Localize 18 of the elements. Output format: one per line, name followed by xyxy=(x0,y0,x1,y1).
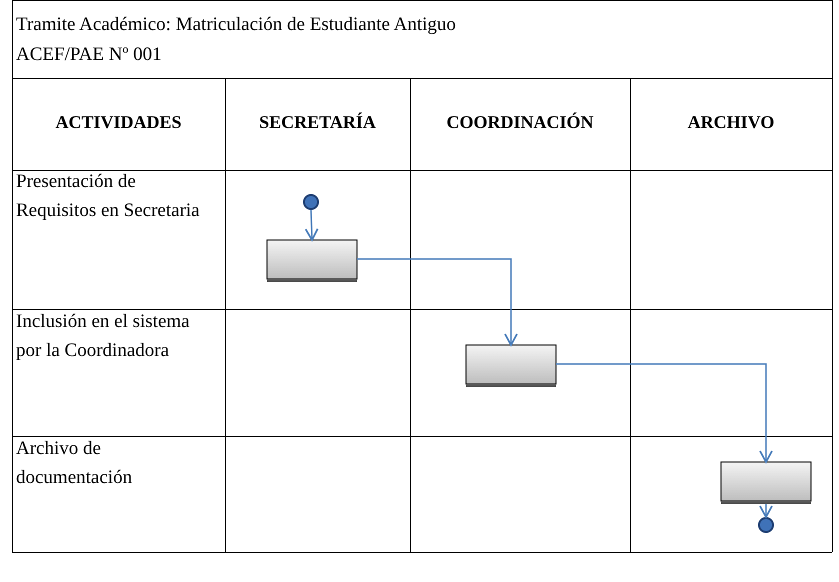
column-header: ARCHIVO xyxy=(686,112,776,133)
arrow xyxy=(759,504,773,518)
activity-text: Presentación de Requisitos en Secretaria xyxy=(16,170,201,223)
terminal-circle xyxy=(758,517,774,533)
column-header: SECRETARÍA xyxy=(258,112,377,133)
title-text: Tramite Académico: Matriculación de Estudiante Antiguo xyxy=(16,13,457,37)
code-text: ACEF/PAE Nº 001 xyxy=(16,43,163,67)
column-header: COORDINACIÓN xyxy=(445,112,594,133)
activity-text: Archivo de documentación xyxy=(16,437,134,490)
process-box xyxy=(266,240,358,282)
arrow xyxy=(304,210,319,241)
process-box xyxy=(720,462,812,504)
terminal-circle xyxy=(303,194,319,210)
arrow xyxy=(357,258,518,346)
column-header: ACTIVIDADES xyxy=(54,112,183,133)
process-box xyxy=(466,344,556,387)
arrow xyxy=(556,363,773,463)
activity-text: Inclusión en el sistema por la Coordinadora xyxy=(16,310,191,363)
